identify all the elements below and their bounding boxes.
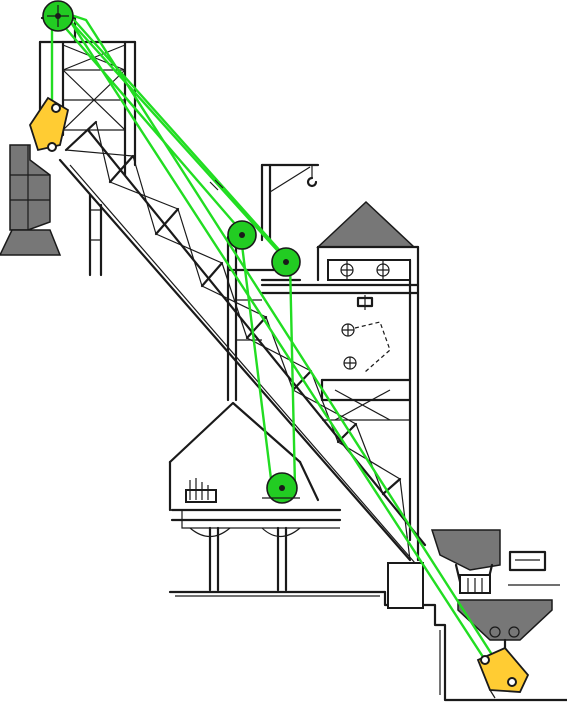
loading-bin	[430, 529, 560, 662]
inclined-skip-hoist-bridge	[58, 120, 427, 564]
ground-line	[168, 590, 567, 702]
upper-skip-dumping	[29, 96, 70, 152]
hoist-drum-sheave	[262, 472, 300, 504]
top-sheave	[42, 0, 74, 32]
hook-crane-post	[260, 163, 320, 242]
hoist-house	[168, 235, 342, 592]
receiving-hopper	[0, 144, 62, 256]
control-room-building	[260, 200, 424, 609]
lower-skip-loading	[476, 646, 530, 699]
deflection-sheave-pair	[227, 220, 301, 277]
